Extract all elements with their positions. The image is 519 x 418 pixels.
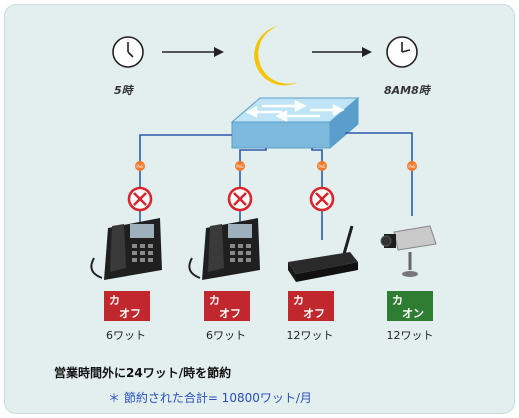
poe-port-icon: PoE xyxy=(317,161,327,171)
poe-port-icon: PoE xyxy=(235,161,245,171)
clock-start-icon xyxy=(112,36,144,68)
status-badge: カ オフ xyxy=(104,291,150,321)
arrow-right-icon xyxy=(162,47,224,57)
savings-summary: 営業時間外に24ワット/時を節約 xyxy=(54,366,232,380)
savings-total: ＊ 節約された合計= 10800ワット/月 xyxy=(108,391,312,405)
clock-end-icon xyxy=(386,36,418,68)
diagram-frame xyxy=(4,4,515,414)
network-cables xyxy=(139,132,413,240)
moon-icon xyxy=(254,26,298,86)
status-badge-top: カ xyxy=(392,294,403,307)
svg-text:PoE: PoE xyxy=(236,164,244,169)
power-off-icon xyxy=(127,186,153,212)
power-draw-label: 12ワット xyxy=(286,329,334,342)
power-draw-label: 6ワット xyxy=(106,329,146,342)
poe-switch-icon xyxy=(230,96,360,150)
svg-text:PoE: PoE xyxy=(136,164,144,169)
arrow-right-icon xyxy=(312,47,372,57)
ip-phone-icon xyxy=(90,218,162,280)
wireless-router-icon xyxy=(288,225,358,282)
start-time-label: 5時 xyxy=(114,84,133,97)
power-off-icon xyxy=(309,186,335,212)
status-badge-top: カ xyxy=(209,294,220,307)
svg-text:PoE: PoE xyxy=(408,164,416,169)
svg-text:PoE: PoE xyxy=(318,164,326,169)
poe-port-icon: PoE xyxy=(407,161,417,171)
poe-port-icon: PoE xyxy=(135,161,145,171)
status-badge-bottom: オフ xyxy=(219,307,241,320)
status-badge-bottom: オフ xyxy=(303,307,325,320)
power-draw-label: 12ワット xyxy=(386,329,434,342)
status-badge: カ オフ xyxy=(288,291,334,321)
ip-camera-icon xyxy=(380,225,437,277)
status-badge: カ オン xyxy=(387,291,433,321)
status-badge-top: カ xyxy=(293,294,304,307)
status-badge-bottom: オフ xyxy=(119,307,141,320)
end-time-label: 8AM8時 xyxy=(384,84,430,97)
status-badge: カ オフ xyxy=(204,291,250,321)
power-draw-label: 6ワット xyxy=(206,329,246,342)
status-badge-top: カ xyxy=(109,294,120,307)
power-off-icon xyxy=(227,186,253,212)
ip-phone-icon xyxy=(188,218,260,280)
status-badge-bottom: オン xyxy=(402,307,424,320)
